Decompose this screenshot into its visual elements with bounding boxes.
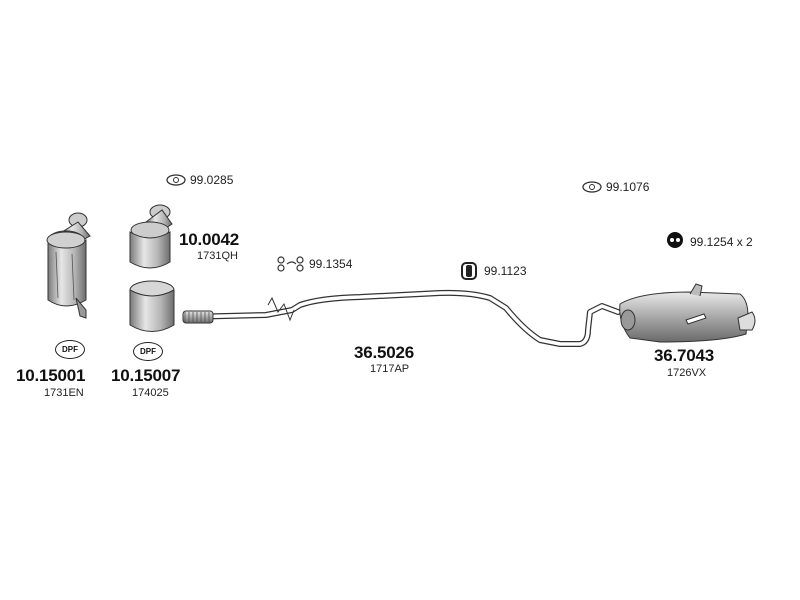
part-number-catalyst-1: 10.15001 (16, 366, 86, 385)
hanger-a-icon (461, 262, 477, 280)
part-code-rear-silencer: 1726VX (667, 367, 707, 379)
catalyst-1-drawing (46, 212, 91, 319)
part-number-rear-silencer: 36.7043 (654, 346, 715, 365)
part-code-catalyst-2: 174025 (132, 387, 169, 399)
catalyst-top-drawing (129, 204, 173, 269)
gasket-b-icon (582, 181, 602, 193)
hanger-b-icon (667, 232, 683, 248)
part-code-catalyst-1: 1731EN (44, 387, 84, 399)
accessory-label-gasket-b: 99.1076 (606, 180, 650, 194)
accessory-label-hanger-a: 99.1123 (484, 264, 527, 278)
part-code-center-pipe: 1717AP (370, 363, 410, 375)
rear-silencer-drawing (619, 283, 756, 343)
dpf-badge-1: DPF (55, 340, 85, 359)
part-number-catalyst-top: 10.0042 (179, 230, 240, 249)
accessory-label-clamp-a: 99.1354 (309, 257, 353, 271)
dpf-badge-2: DPF (133, 342, 163, 361)
gasket-a-icon (166, 174, 186, 186)
accessory-label-hanger-b: 99.1254 x 2 (690, 235, 753, 249)
clamp-a-icon (277, 256, 304, 272)
accessory-label-gasket-a: 99.0285 (190, 173, 234, 187)
catalyst-2-drawing (129, 280, 175, 332)
center-pipe-drawing (182, 289, 621, 347)
part-number-center-pipe: 36.5026 (354, 343, 415, 362)
part-number-catalyst-2: 10.15007 (111, 366, 181, 385)
part-code-catalyst-top: 1731QH (197, 250, 238, 262)
